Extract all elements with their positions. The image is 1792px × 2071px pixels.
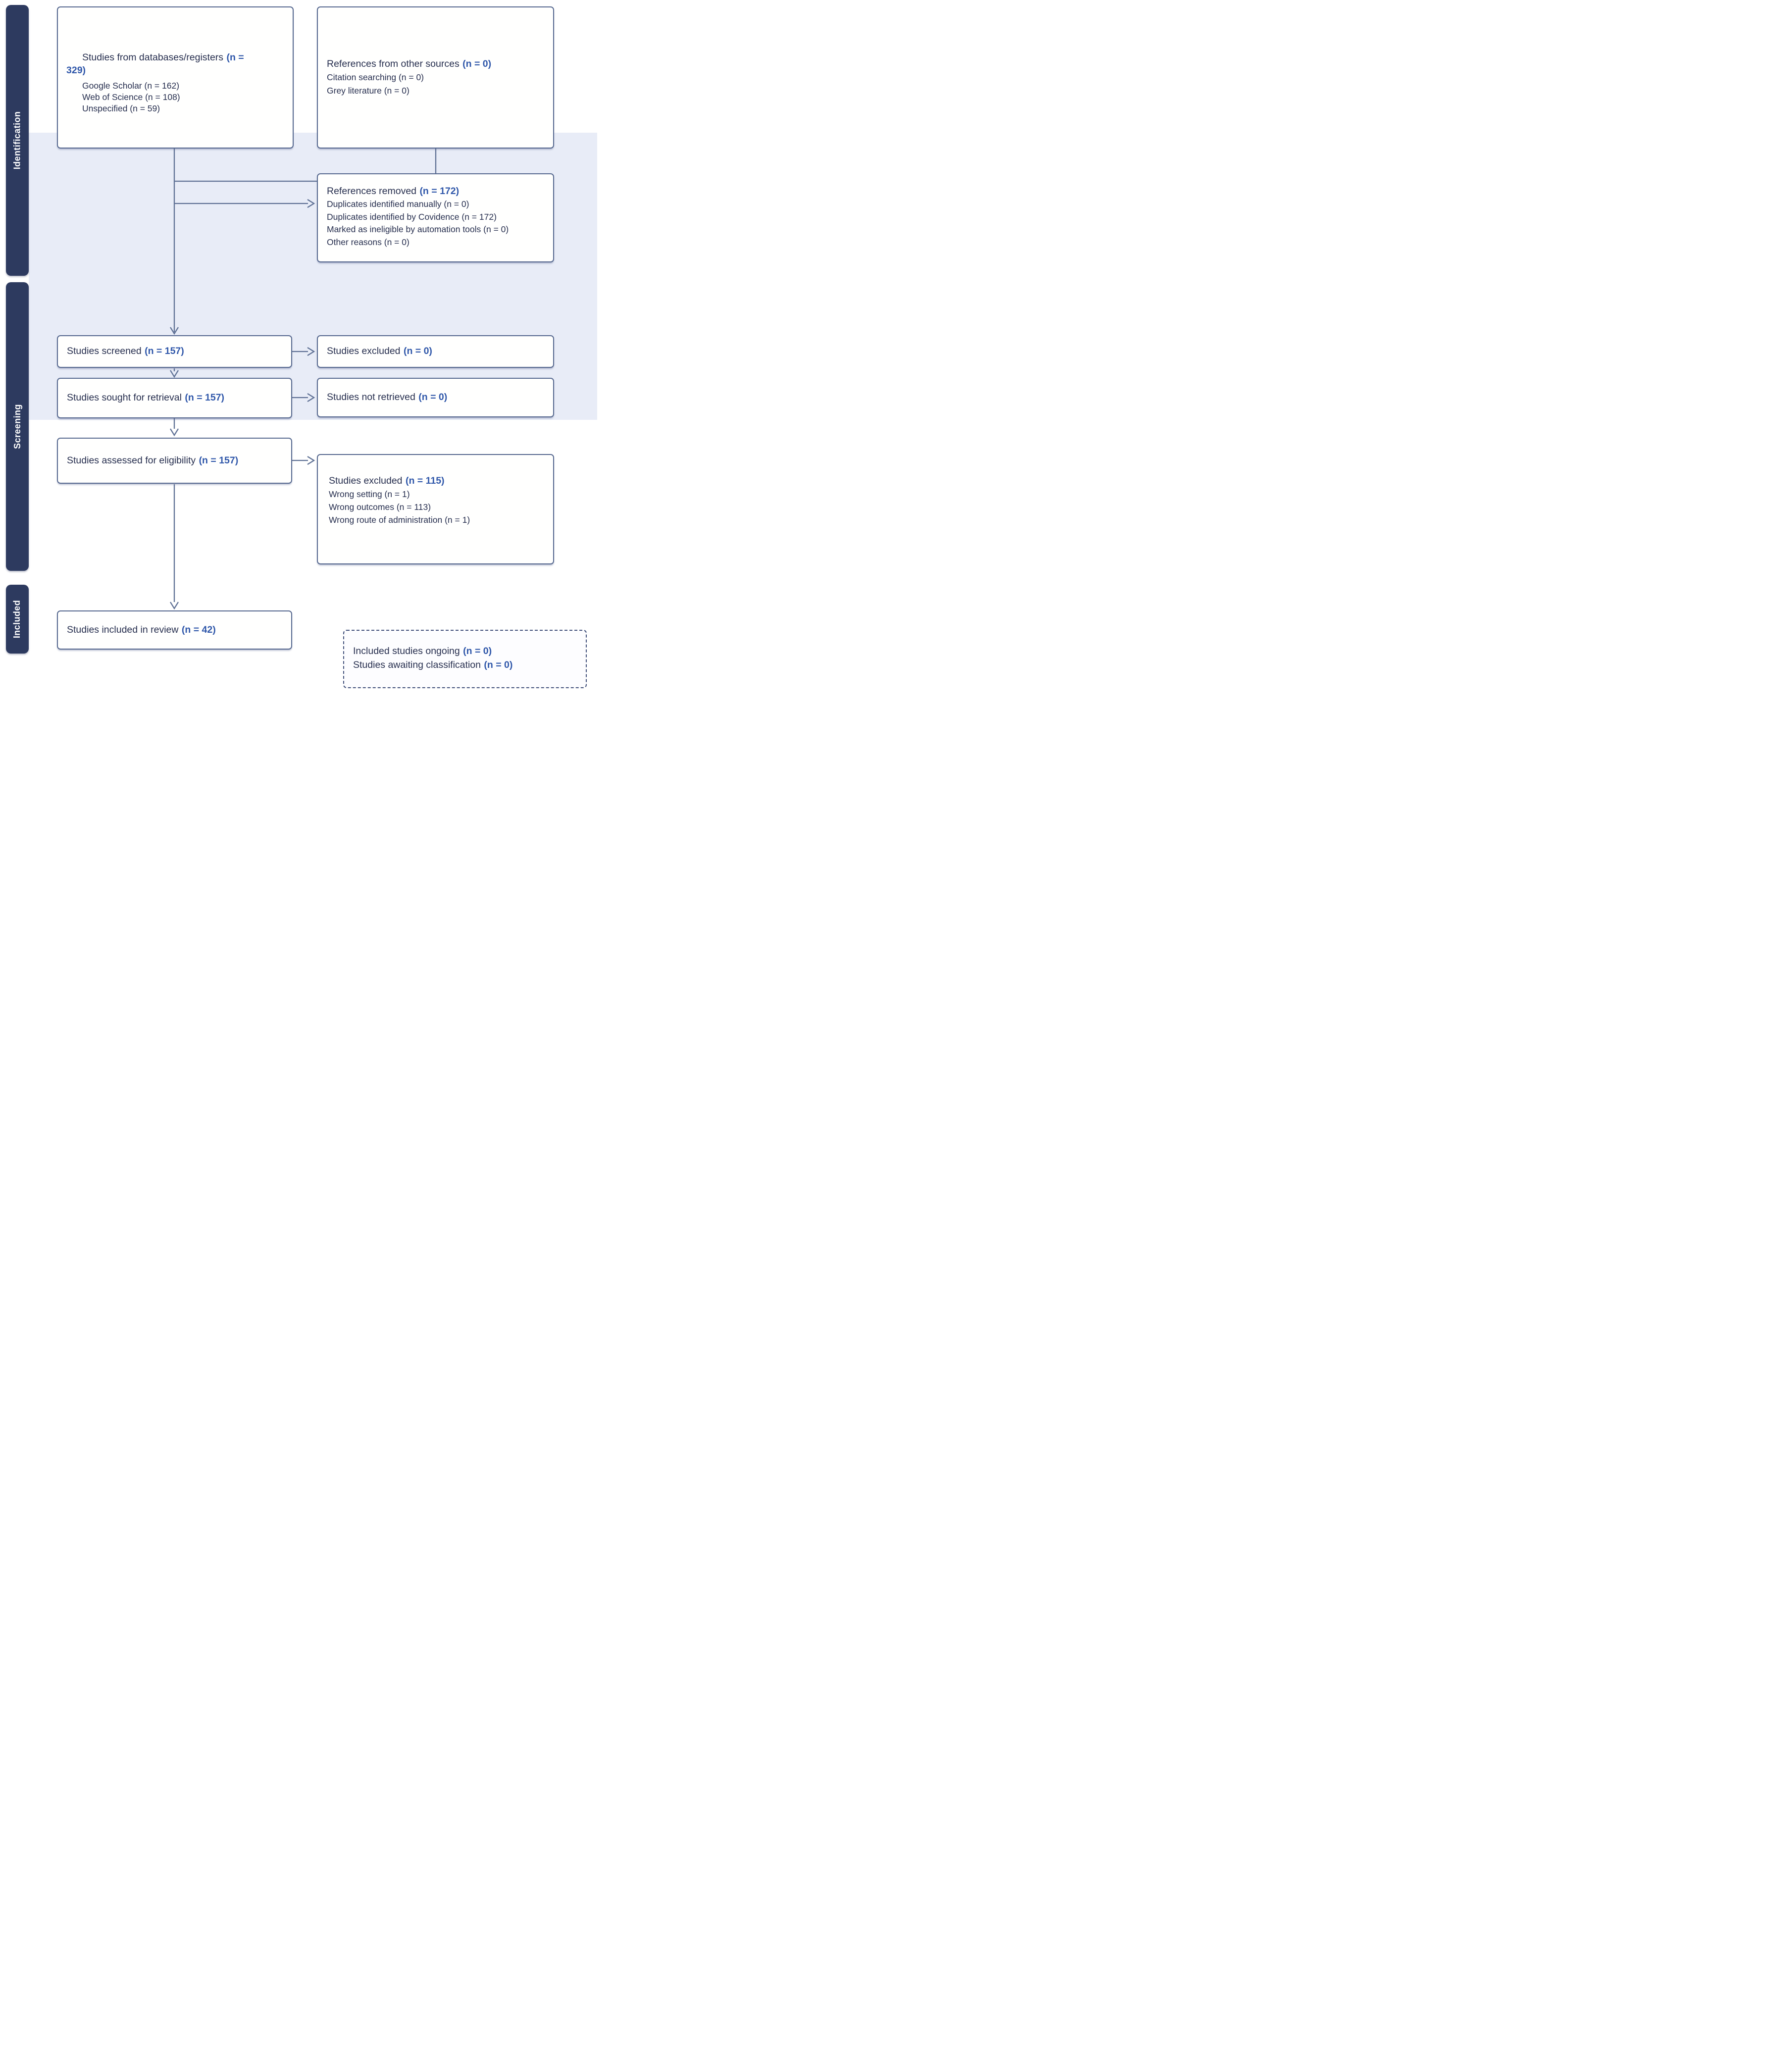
box-title: References removed(n = 172) xyxy=(327,186,460,197)
list-item: Marked as ineligible by automation tools… xyxy=(327,224,509,234)
box-databases-registers: Studies from databases/registers(n = 329… xyxy=(57,6,294,149)
box-title: Studies not retrieved xyxy=(327,392,415,403)
box-title: Studies sought for retrieval xyxy=(67,392,182,404)
arrowhead-down-icon xyxy=(170,370,179,378)
arrowhead-right-icon xyxy=(307,347,315,356)
box-references-other-sources: References from other sources(n = 0) Cit… xyxy=(317,6,554,149)
list-item: Wrong setting (n = 1) xyxy=(329,489,410,499)
box-ongoing-awaiting: Included studies ongoing(n = 0) Studies … xyxy=(343,630,587,688)
box-item-list: Wrong setting (n = 1) Wrong outcomes (n … xyxy=(329,488,546,526)
box-title: Studies screened xyxy=(67,346,142,357)
box-studies-sought-retrieval: Studies sought for retrieval(n = 157) xyxy=(57,378,292,418)
ongoing-line: Included studies ongoing(n = 0) xyxy=(353,646,492,657)
awaiting-line: Studies awaiting classification(n = 0) xyxy=(353,659,513,670)
list-item: Duplicates identified by Covidence (n = … xyxy=(327,211,497,222)
box-title: Studies excluded xyxy=(327,346,401,357)
list-item: Wrong outcomes (n = 113) xyxy=(329,502,431,512)
stage-bar-screening: Screening xyxy=(6,282,29,571)
stage-label-included: Included xyxy=(12,600,22,639)
arrowhead-down-icon xyxy=(170,428,179,437)
arrow-sought-to-assessed xyxy=(170,418,179,437)
list-item: Other reasons (n = 0) xyxy=(327,237,410,247)
box-item-list: Citation searching (n = 0) Grey literatu… xyxy=(327,71,546,98)
stage-bar-identification: Identification xyxy=(6,5,29,276)
list-item: Wrong route of administration (n = 1) xyxy=(329,515,470,525)
box-studies-assessed-eligibility: Studies assessed for eligibility(n = 157… xyxy=(57,438,292,484)
arrow-assessed-to-excluded xyxy=(292,456,315,465)
stage-label-identification: Identification xyxy=(12,111,22,170)
box-studies-not-retrieved: Studies not retrieved(n = 0) xyxy=(317,378,554,417)
stage-label-screening: Screening xyxy=(12,404,22,449)
box-title-count-wrap: 329) xyxy=(66,65,86,76)
box-title: Studies from databases/registers(n = xyxy=(82,52,244,63)
list-item: Citation searching (n = 0) xyxy=(327,72,424,82)
list-item: Web of Science (n = 108) xyxy=(82,92,180,102)
box-studies-excluded-screening: Studies excluded(n = 0) xyxy=(317,335,554,368)
box-title: Studies excluded(n = 115) xyxy=(329,475,445,486)
arrowhead-right-icon xyxy=(307,199,315,208)
list-item: Grey literature (n = 0) xyxy=(327,86,410,96)
arrow-screened-to-sought xyxy=(170,368,179,378)
arrow-screened-to-excluded xyxy=(292,347,315,356)
arrowhead-down-icon xyxy=(170,602,179,610)
box-studies-excluded-eligibility: Studies excluded(n = 115) Wrong setting … xyxy=(317,454,554,564)
arrow-assessed-to-included xyxy=(170,484,179,610)
box-title: References from other sources(n = 0) xyxy=(327,58,492,69)
arrowhead-down-icon xyxy=(170,327,179,335)
box-item-list: Google Scholar (n = 162) Web of Science … xyxy=(66,80,286,114)
list-item: Google Scholar (n = 162) xyxy=(82,81,180,91)
stage-bar-included: Included xyxy=(6,585,29,654)
box-title: Studies included in review xyxy=(67,624,179,635)
arrowhead-right-icon xyxy=(307,393,315,402)
box-title: Studies assessed for eligibility xyxy=(67,455,196,466)
box-studies-included-review: Studies included in review(n = 42) xyxy=(57,610,292,650)
box-item-list: Duplicates identified manually (n = 0) D… xyxy=(327,198,546,249)
flow-arrows xyxy=(170,149,437,610)
list-item: Duplicates identified manually (n = 0) xyxy=(327,199,469,209)
box-references-removed: References removed(n = 172) Duplicates i… xyxy=(317,173,554,262)
list-item: Unspecified (n = 59) xyxy=(82,103,160,113)
arrow-sought-to-not-retrieved xyxy=(292,393,315,402)
prisma-flow-diagram: Identification Screening Included Studie… xyxy=(0,0,597,690)
arrow-to-references-removed xyxy=(174,199,315,208)
box-studies-screened: Studies screened(n = 157) xyxy=(57,335,292,368)
arrowhead-right-icon xyxy=(307,456,315,465)
